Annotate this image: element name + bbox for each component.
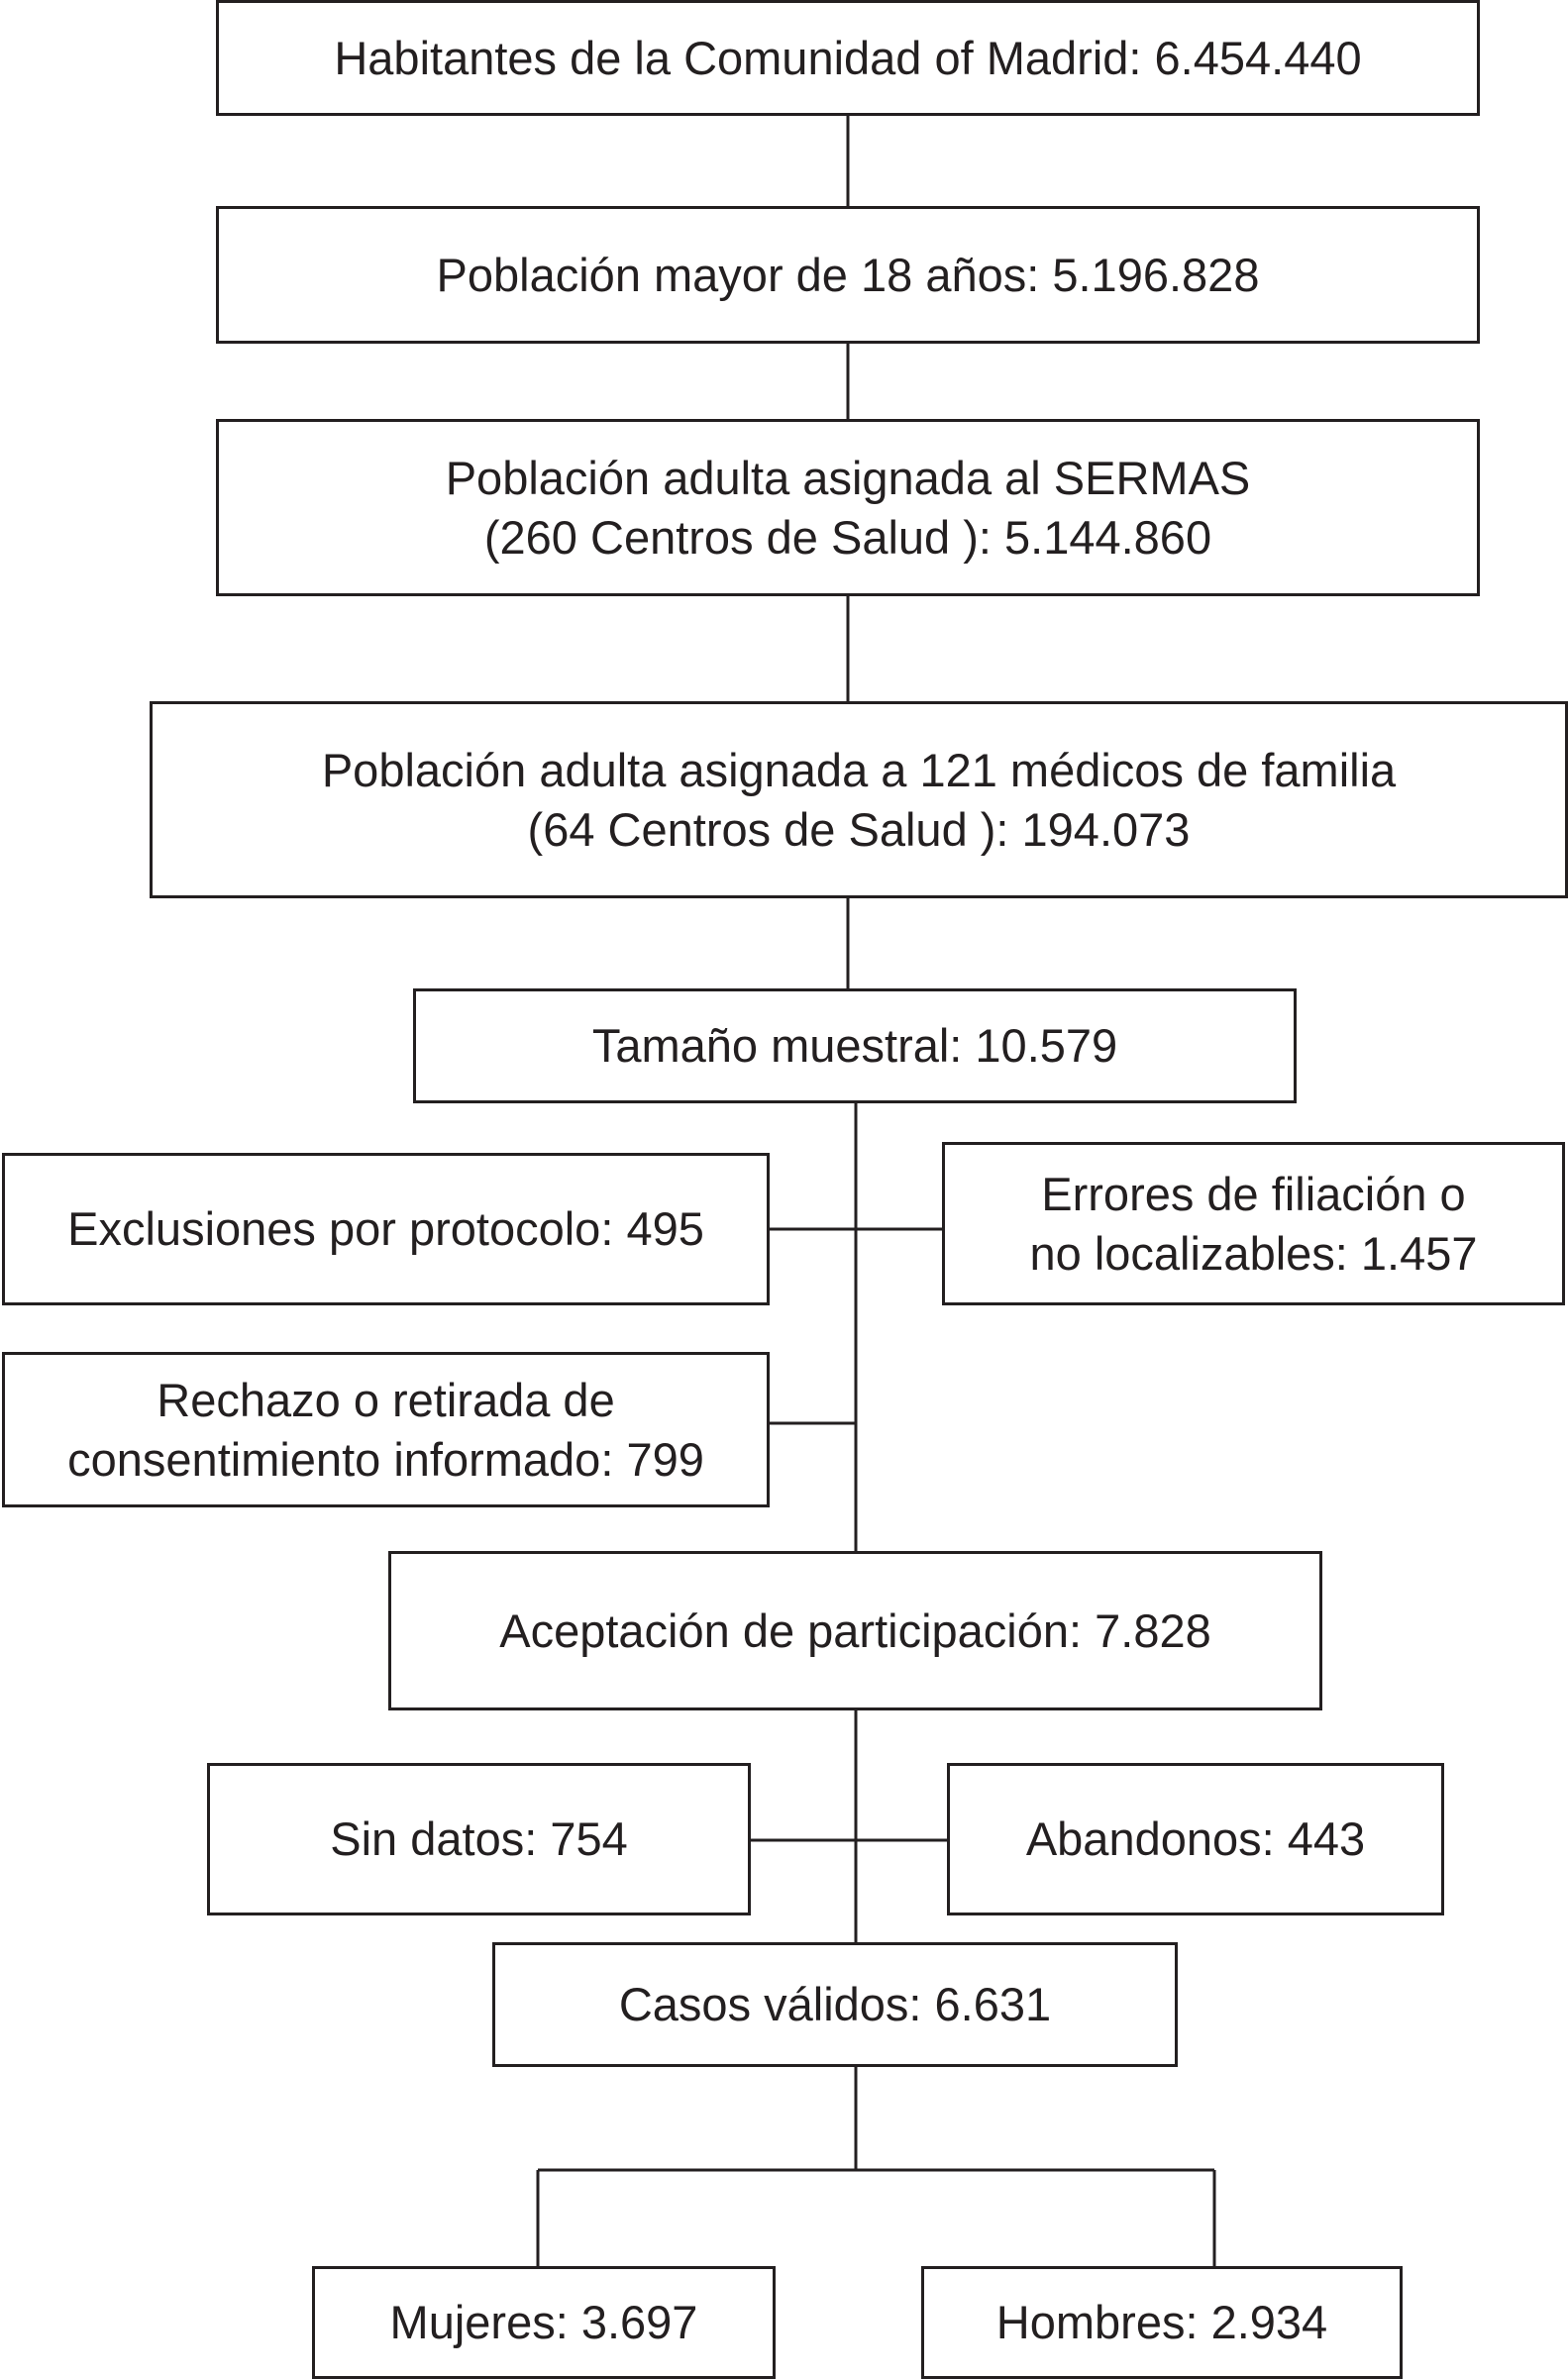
box-sindatos-line-1: Sin datos: 754 — [330, 1812, 628, 1865]
box-mujeres-line-1: Mujeres: 3.697 — [389, 2296, 698, 2348]
box-medicos: Población adulta asignada a 121 médicos … — [150, 701, 1568, 898]
box-sermas-line-2: (260 Centros de Salud ): 5.144.860 — [483, 510, 1212, 564]
box-errores-line-2: no localizables: 1.457 — [1029, 1226, 1478, 1280]
box-validos-line-1: Casos válidos: 6.631 — [618, 1978, 1052, 2030]
box-medicos-line-2: (64 Centros de Salud ): 194.073 — [527, 802, 1191, 856]
box-exclusiones: Exclusiones por protocolo: 495 — [2, 1153, 770, 1305]
box-sermas-line-1: Población adulta asignada al SERMAS — [445, 451, 1251, 504]
box-errores-line-1: Errores de filiación o — [1041, 1167, 1466, 1220]
box-aceptacion-line-1: Aceptación de participación: 7.828 — [499, 1603, 1211, 1657]
box-muestra: Tamaño muestral: 10.579 — [413, 988, 1297, 1103]
box-habitantes-line-1: Habitantes de la Comunidad of Madrid: 6.… — [334, 31, 1362, 84]
box-exclusiones-line-1: Exclusiones por protocolo: 495 — [67, 1202, 704, 1255]
box-rechazo: Rechazo o retirada de consentimiento inf… — [2, 1352, 770, 1507]
box-muestra-line-1: Tamaño muestral: 10.579 — [591, 1019, 1118, 1072]
box-rechazo-line-1: Rechazo o retirada de — [157, 1373, 615, 1426]
box-sindatos: Sin datos: 754 — [207, 1763, 751, 1915]
box-mayores18-line-1: Población mayor de 18 años: 5.196.828 — [436, 248, 1260, 301]
box-errores: Errores de filiación o no localizables: … — [942, 1142, 1565, 1305]
box-aceptacion: Aceptación de participación: 7.828 — [388, 1551, 1322, 1710]
box-mujeres: Mujeres: 3.697 — [312, 2266, 776, 2379]
box-hombres-line-1: Hombres: 2.934 — [995, 2296, 1328, 2348]
box-mayores18: Población mayor de 18 años: 5.196.828 — [216, 206, 1480, 344]
box-rechazo-line-2: consentimiento informado: 799 — [67, 1432, 704, 1486]
box-validos: Casos válidos: 6.631 — [492, 1942, 1178, 2067]
box-abandonos-line-1: Abandonos: 443 — [1025, 1812, 1366, 1865]
box-hombres: Hombres: 2.934 — [921, 2266, 1403, 2379]
box-medicos-line-1: Población adulta asignada a 121 médicos … — [321, 743, 1397, 796]
box-abandonos: Abandonos: 443 — [947, 1763, 1444, 1915]
box-habitantes: Habitantes de la Comunidad of Madrid: 6.… — [216, 0, 1480, 116]
box-sermas: Población adulta asignada al SERMAS (260… — [216, 419, 1480, 596]
